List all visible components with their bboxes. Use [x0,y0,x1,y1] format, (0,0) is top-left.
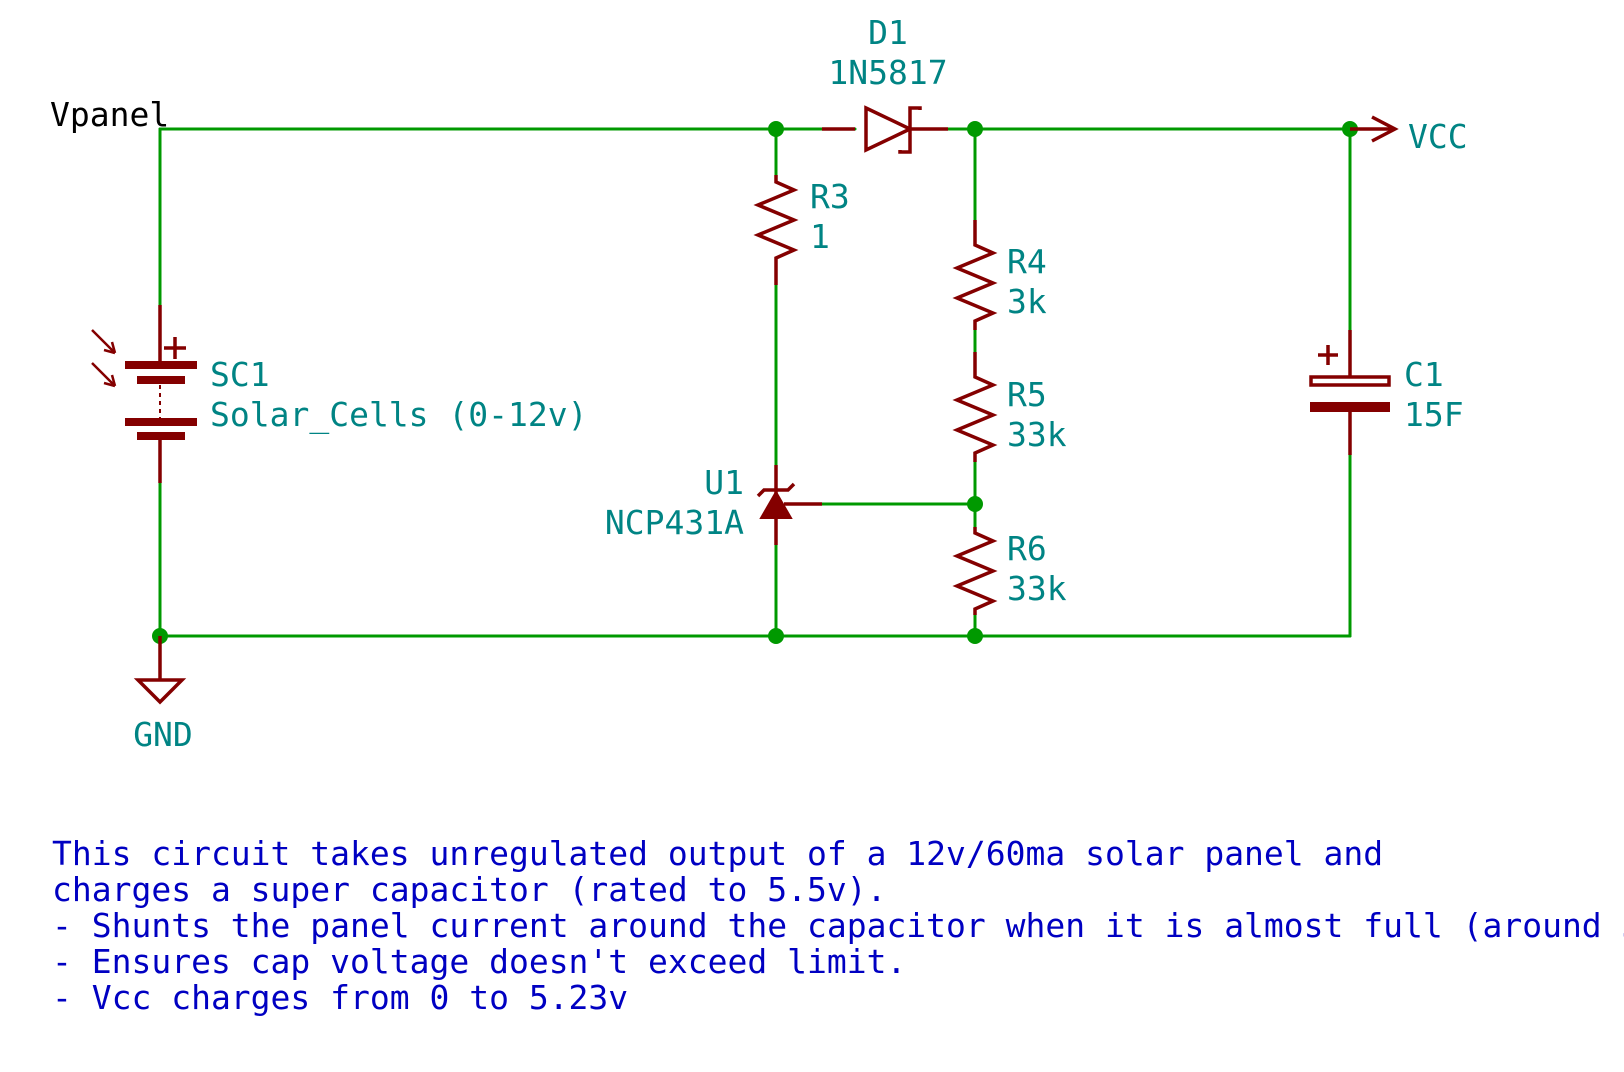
c1-reference: C1 [1404,355,1444,394]
sc1-value: Solar_Cells (0-12v) [210,395,588,435]
resistor-r4-symbol[interactable] [952,220,998,330]
r5-reference: R5 [1007,375,1047,414]
note-line-5: - Vcc charges from 0 to 5.23v [52,978,628,1017]
solar-cell-sc1-symbol[interactable] [91,305,197,483]
gnd-power-symbol[interactable] [133,636,187,705]
junction-dot [967,121,983,137]
r3-value: 1 [810,217,830,256]
note-line-1: This circuit takes unregulated output of… [52,834,1383,873]
capacitor-c1-symbol[interactable] [1309,330,1391,455]
d1-reference: D1 [868,13,908,52]
shunt-regulator-u1-symbol[interactable] [756,465,822,545]
note-line-3: - Shunts the panel current around the ca… [52,906,1624,945]
d1-value: 1N5817 [828,53,947,92]
note-line-2: charges a super capacitor (rated to 5.5v… [52,870,886,909]
note-line-4: - Ensures cap voltage doesn't exceed lim… [52,942,906,981]
r3-reference: R3 [810,177,850,216]
u1-reference: U1 [704,463,744,502]
junctions [152,121,1358,644]
junction-dot [768,121,784,137]
resistor-r6-symbol[interactable] [952,527,998,615]
r4-value: 3k [1007,282,1047,321]
vpanel-net-label: Vpanel [50,95,169,134]
circuit-description-note: This circuit takes unregulated output of… [52,834,1624,1017]
u1-value: NCP431A [605,503,744,542]
r5-value: 33k [1007,415,1067,454]
sc1-reference: SC1 [210,355,270,394]
resistor-r5-symbol[interactable] [952,352,998,462]
r4-reference: R4 [1007,242,1047,281]
vcc-power-symbol[interactable] [1350,115,1399,143]
junction-dot [967,496,983,512]
r6-reference: R6 [1007,529,1047,568]
gnd-net-label: GND [133,715,193,754]
junction-dot [768,628,784,644]
diode-d1-symbol[interactable] [822,105,948,154]
wires [158,127,1397,638]
junction-dot [967,628,983,644]
vcc-net-label: VCC [1408,117,1468,156]
r6-value: 33k [1007,569,1067,608]
c1-value: 15F [1404,395,1464,434]
resistor-r3-symbol[interactable] [753,175,799,285]
